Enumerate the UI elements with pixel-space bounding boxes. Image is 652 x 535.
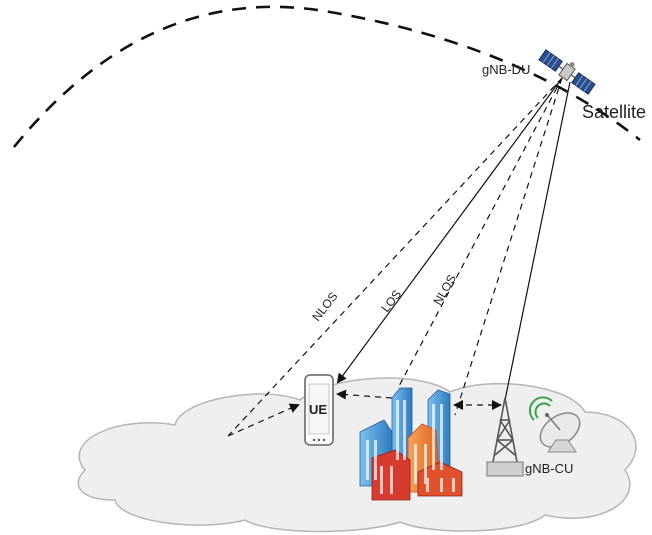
gnb-du-label: gNB-DU (482, 62, 530, 77)
nlos-right-label: NLOS (430, 272, 458, 307)
gnb-cu-label: gNB-CU (525, 461, 573, 476)
phone-icon (304, 374, 334, 446)
reflect-building-ue (336, 389, 393, 400)
dish-icon (528, 396, 581, 453)
nlos-left-label: NLOS (309, 289, 340, 323)
ue-label: UE (309, 402, 327, 417)
nlos-link-right (454, 77, 563, 416)
satellite-icon (538, 49, 596, 95)
nlos-link-building (397, 77, 563, 389)
tower-icon (486, 397, 524, 477)
orbit-arc (12, 5, 641, 148)
nlos-link-left (227, 77, 563, 437)
buildings-icon (359, 387, 463, 501)
los-link (336, 77, 563, 384)
ground-cloud (77, 377, 637, 533)
reflect-ground-ue (227, 403, 300, 437)
satellite-label: Satellite (582, 102, 646, 122)
links (227, 77, 571, 437)
feeder-link (504, 81, 571, 401)
los-label: LOS (378, 287, 404, 315)
